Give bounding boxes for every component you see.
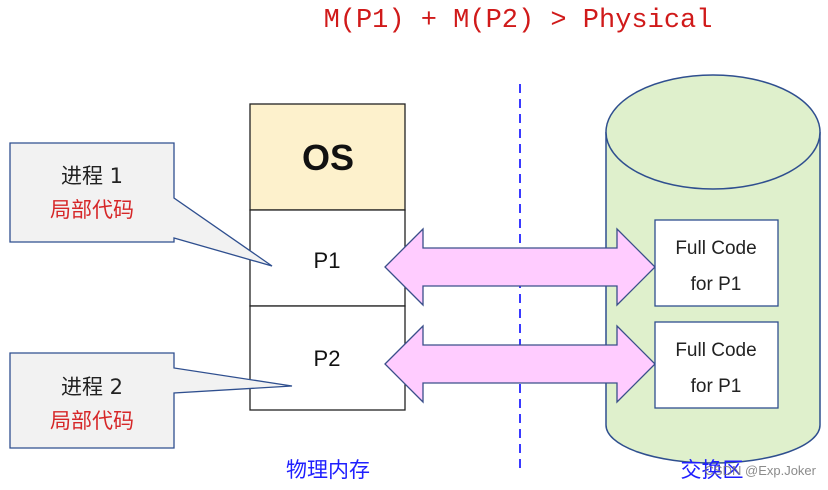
swap-area-label: 交换区 [681,458,744,482]
swap-box-2: Full Code for P1 [654,321,779,409]
callout-process-2: 进程 2 局部代码 [9,352,293,449]
swap-box-1-line2: for P1 [691,274,742,295]
callout-1-subtitle: 局部代码 [50,198,134,222]
swap-box-1: Full Code for P1 [654,219,779,307]
callout-2-subtitle: 局部代码 [50,409,134,433]
diagram-title: M(P1) + M(P2) > Physical [324,6,713,36]
memory-block-p2 [249,305,406,411]
watermark: CSDN @Exp.Joker [705,463,817,478]
swap-box-2-line1: Full Code [675,340,756,361]
physical-memory-label: 物理内存 [286,458,370,482]
callout-process-1: 进程 1 局部代码 [9,142,273,267]
callout-1-title: 进程 1 [61,164,123,188]
memory-block-p1-label: P1 [314,248,341,273]
memory-block-os [249,103,406,211]
swap-box-1-line1: Full Code [675,238,756,259]
memory-block-os-label: OS [302,137,354,178]
callout-2-title: 进程 2 [61,375,123,399]
physical-memory: OS P1 P2 [249,103,406,411]
swap-box-2-line2: for P1 [691,376,742,397]
memory-block-p2-label: P2 [314,346,341,371]
